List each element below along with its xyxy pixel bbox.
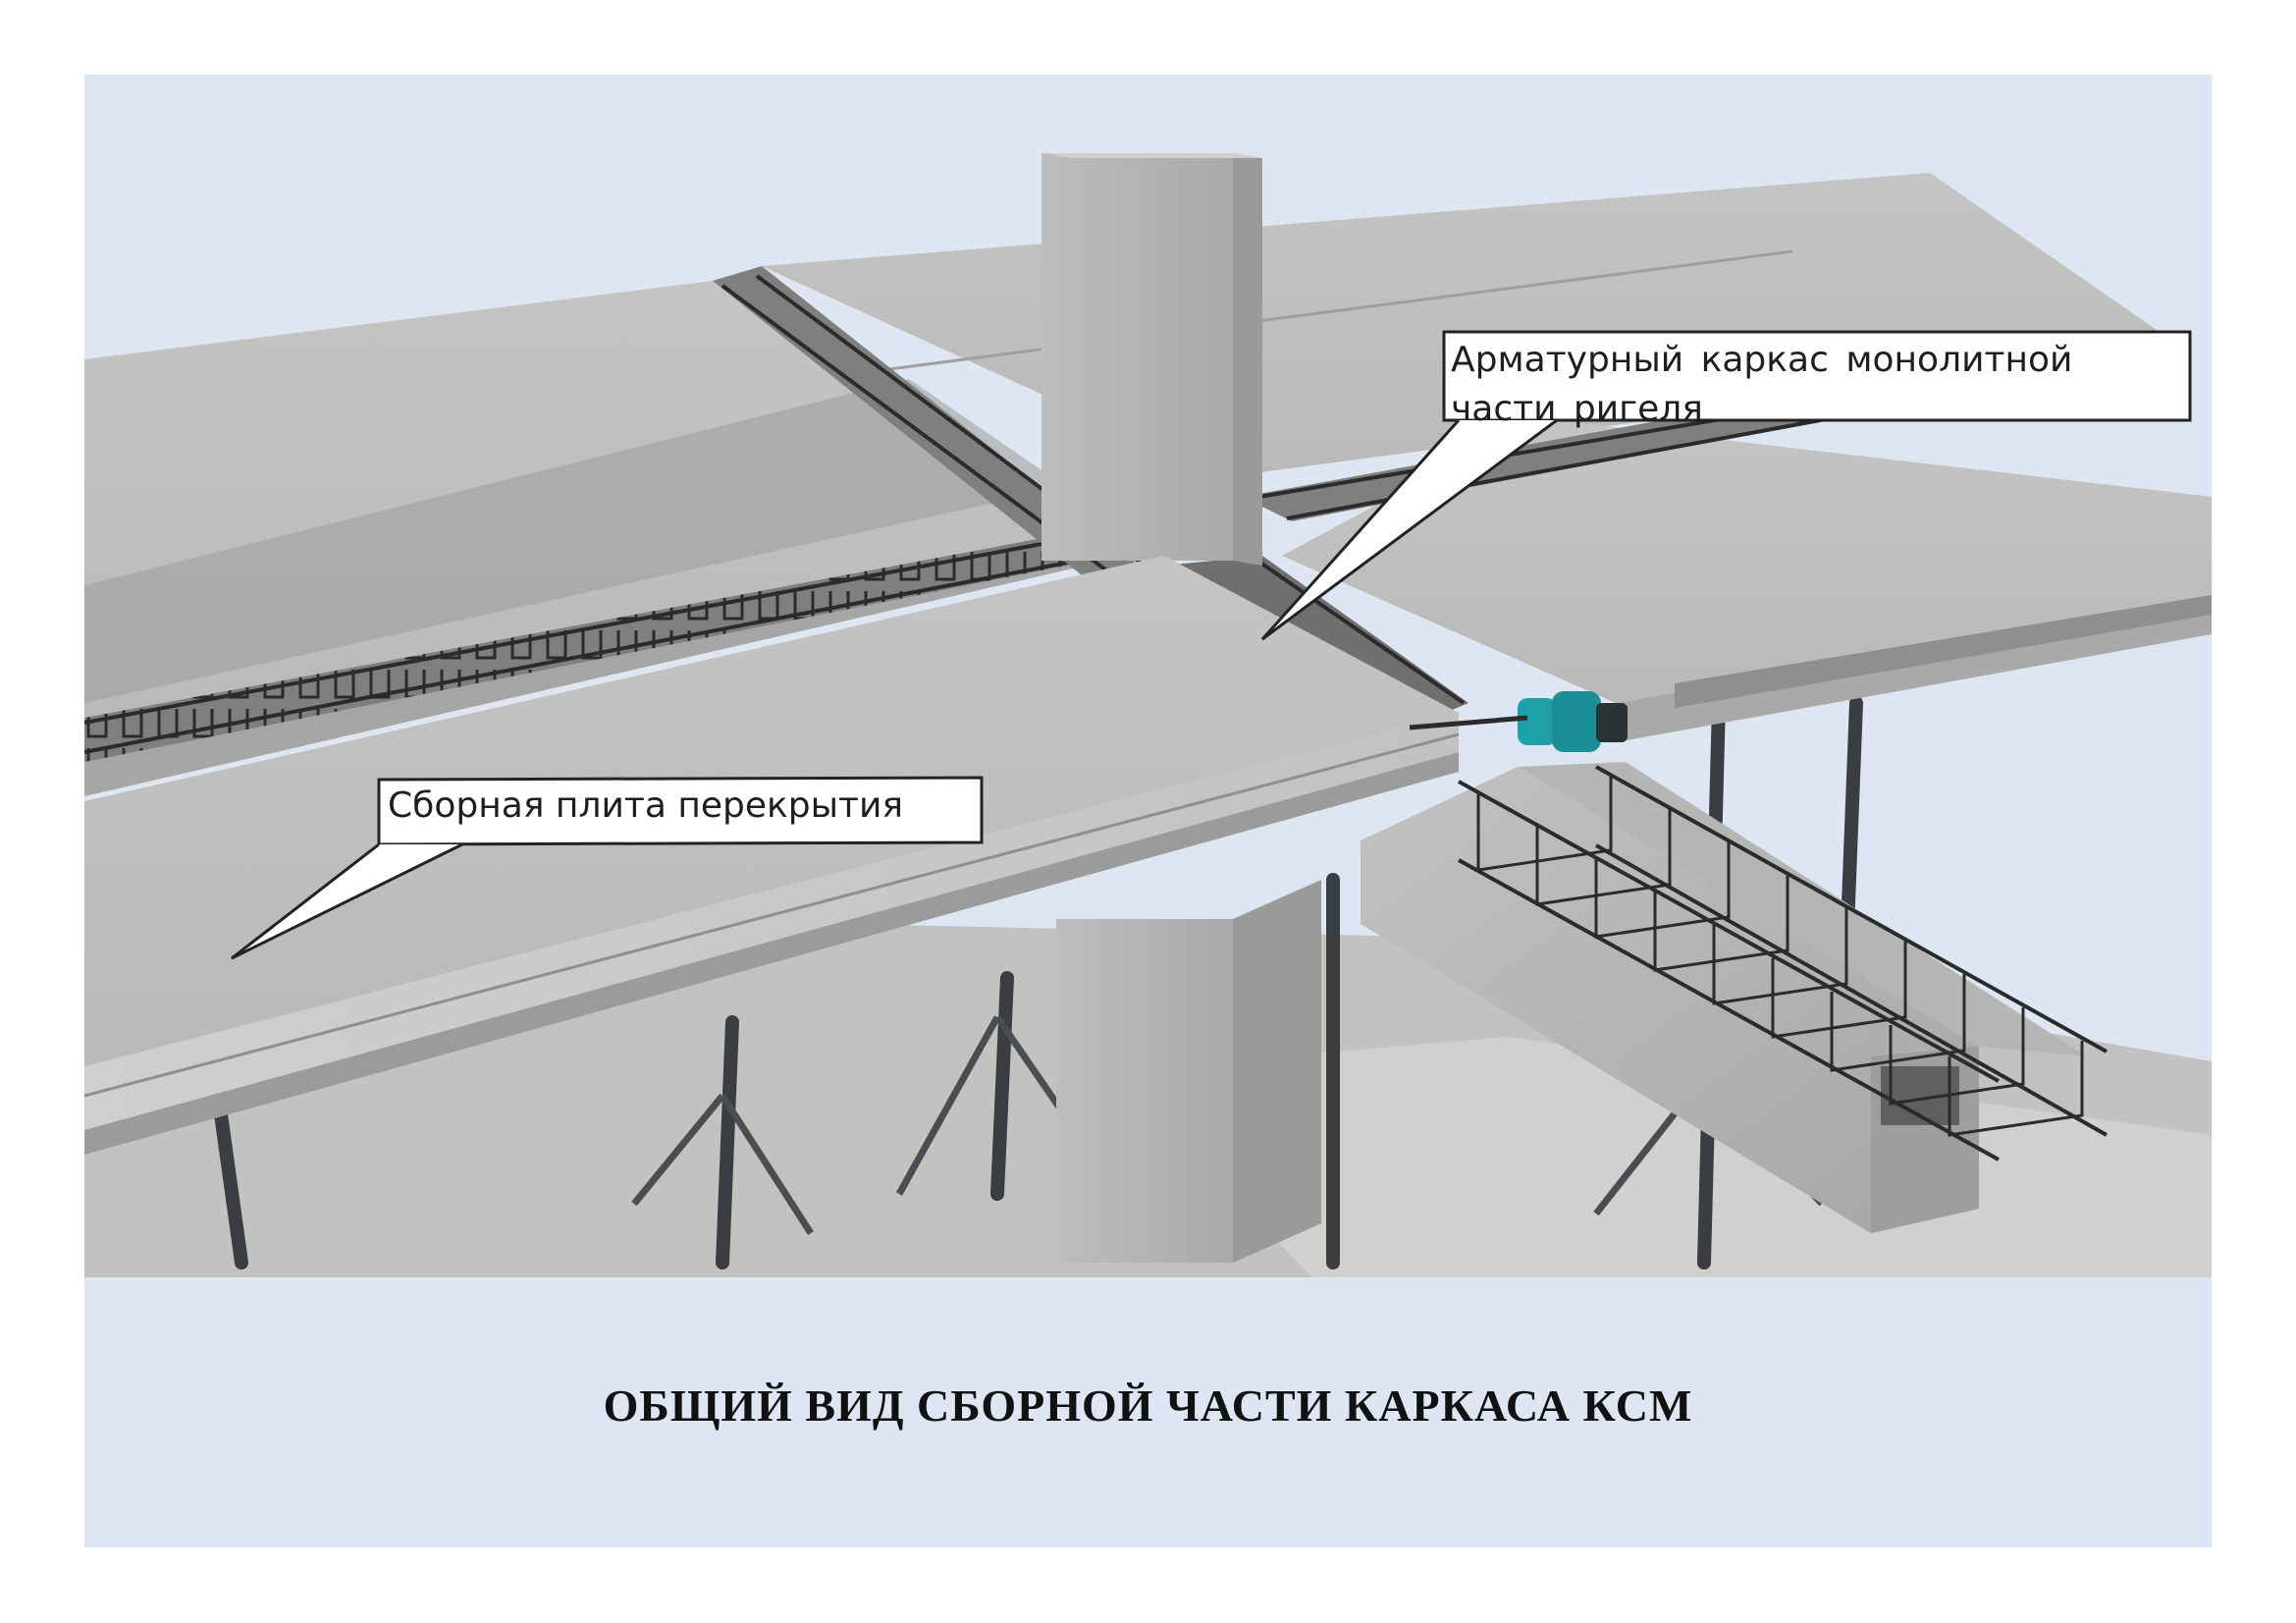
- callout-rebar-line1: Арматурный каркас монолитной: [1451, 340, 2073, 380]
- callout-slab-leader: [231, 776, 984, 960]
- figure-caption: ОБЩИЙ ВИД СБОРНОЙ ЧАСТИ КАРКАСА КСМ: [603, 1380, 1693, 1431]
- construction-scene: [84, 153, 2212, 1277]
- callout-slab-label: Сборная плита перекрытия: [388, 782, 903, 831]
- crossbar-rebar-cage: [1458, 765, 2108, 1162]
- callout-rebar-line2: части ригеля: [1451, 389, 1703, 429]
- callout-rebar-label: Арматурный каркас монолитной части ригел…: [1451, 336, 2072, 434]
- precast-slab-right: [1282, 418, 2212, 742]
- column-lower: [1056, 880, 1321, 1263]
- column-upper: [1041, 153, 1262, 566]
- connector-coupler: [1409, 691, 1628, 752]
- callout-slab-text: Сборная плита перекрытия: [388, 785, 904, 826]
- rebar-channel-left: [84, 526, 1115, 762]
- crossbar-stirrups: [1476, 774, 2084, 1137]
- callout-rebar-leader: [1260, 330, 2192, 641]
